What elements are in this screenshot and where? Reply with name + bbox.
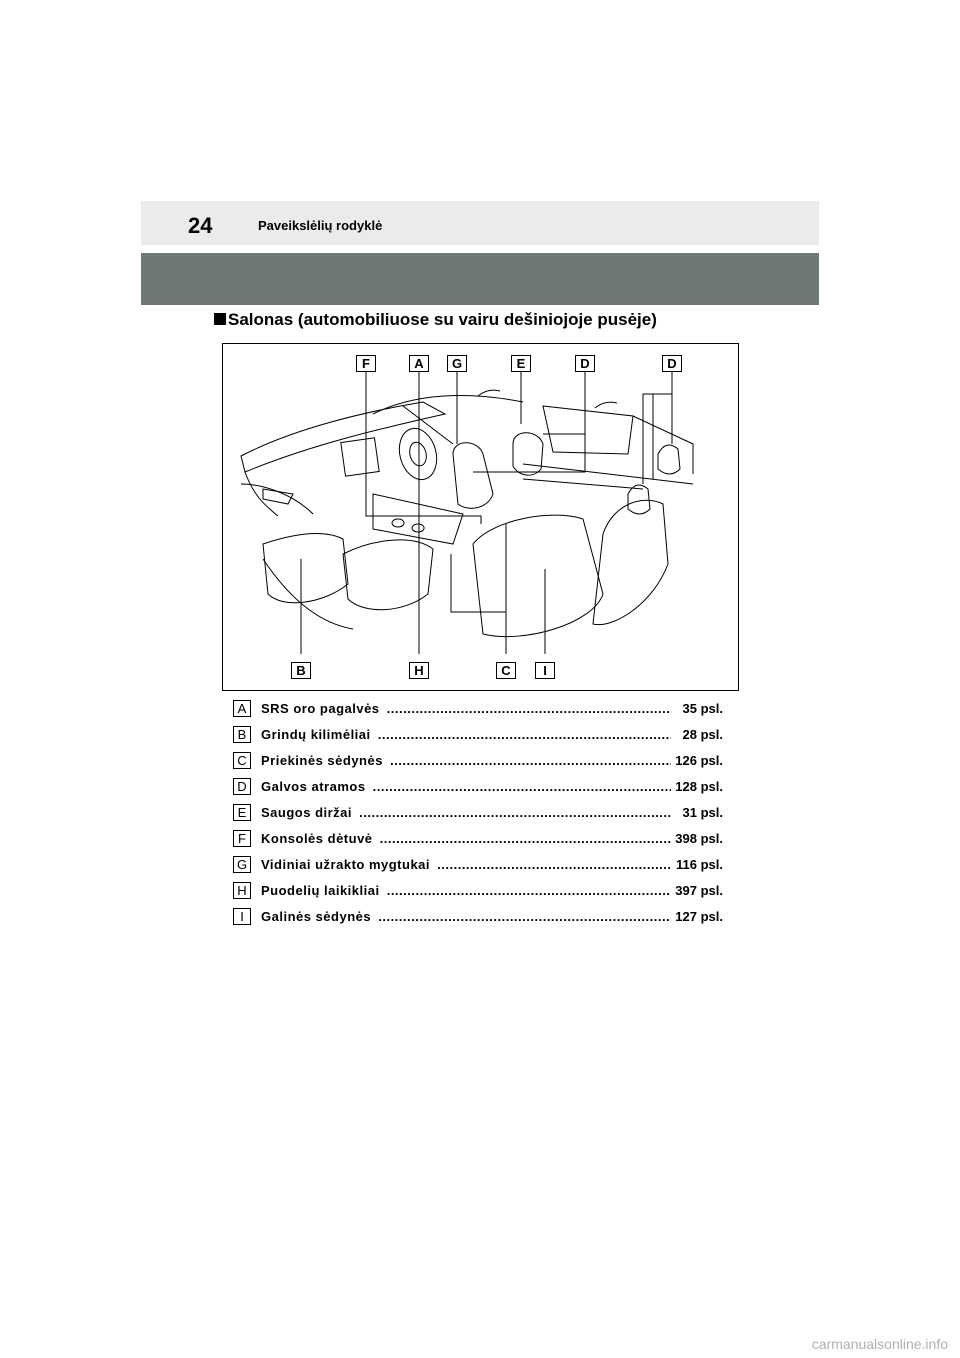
index-key: E	[233, 804, 251, 821]
index-key: G	[233, 856, 251, 873]
dot-leader: Priekinės sėdynės ......................…	[261, 753, 671, 768]
dot-leader: Galinės sėdynės ........................…	[261, 909, 671, 924]
index-label: Saugos diržai	[261, 805, 356, 820]
index-label: SRS oro pagalvės	[261, 701, 383, 716]
callout-d: D	[575, 355, 595, 372]
list-item[interactable]: F Konsolės dėtuvė ......................…	[233, 829, 723, 855]
callout-h: H	[409, 662, 429, 679]
index-page: 35 psl.	[678, 701, 723, 716]
index-page: 127 psl.	[671, 909, 723, 924]
interior-illustration: F A G E D D B H C I	[222, 343, 739, 691]
index-key: B	[233, 726, 251, 743]
dot-leader: Konsolės dėtuvė ........................…	[261, 831, 671, 846]
list-item[interactable]: G Vidiniai užrakto mygtukai ............…	[233, 855, 723, 881]
callout-a: A	[409, 355, 429, 372]
index-key: I	[233, 908, 251, 925]
index-page: 116 psl.	[672, 857, 723, 872]
list-item[interactable]: E Saugos diržai ........................…	[233, 803, 723, 829]
index-key: F	[233, 830, 251, 847]
callout-f: F	[356, 355, 376, 372]
car-interior-drawing	[240, 371, 694, 654]
index-page: 31 psl.	[678, 805, 723, 820]
index-key: C	[233, 752, 251, 769]
list-item[interactable]: B Grindų kilimėliai ....................…	[233, 725, 723, 751]
index-label: Grindų kilimėliai	[261, 727, 374, 742]
index-key: D	[233, 778, 251, 795]
dot-leader: Vidiniai užrakto mygtukai ..............…	[261, 857, 671, 872]
list-item[interactable]: C Priekinės sėdynės ....................…	[233, 751, 723, 777]
header-bar	[141, 201, 819, 245]
callout-c: C	[496, 662, 516, 679]
dot-leader: Puodelių laikikliai ....................…	[261, 883, 671, 898]
list-item[interactable]: D Galvos atramos .......................…	[233, 777, 723, 803]
index-page: 126 psl.	[671, 753, 723, 768]
callout-g: G	[447, 355, 467, 372]
section-heading-text: Salonas (automobiliuose su vairu dešinio…	[228, 310, 657, 329]
dot-leader: Saugos diržai ..........................…	[261, 805, 671, 820]
index-key: H	[233, 882, 251, 899]
footer-watermark: carmanualsonline.info	[811, 1336, 948, 1352]
callout-e: E	[511, 355, 531, 372]
section-heading: Salonas (automobiliuose su vairu dešinio…	[214, 310, 657, 330]
bullet-square-icon	[214, 313, 226, 325]
callout-b: B	[291, 662, 311, 679]
callout-d: D	[662, 355, 682, 372]
index-label: Konsolės dėtuvė	[261, 831, 376, 846]
index-label: Galvos atramos	[261, 779, 369, 794]
callout-i: I	[535, 662, 555, 679]
section-band	[141, 253, 819, 305]
index-page: 397 psl.	[671, 883, 723, 898]
index-label: Vidiniai užrakto mygtukai	[261, 857, 434, 872]
index-label: Galinės sėdynės	[261, 909, 375, 924]
index-list: A SRS oro pagalvės .....................…	[233, 699, 723, 933]
index-page: 398 psl.	[671, 831, 723, 846]
chapter-title: Paveikslėlių rodyklė	[258, 218, 383, 233]
dot-leader: SRS oro pagalvės .......................…	[261, 701, 671, 716]
index-key: A	[233, 700, 251, 717]
index-page: 128 psl.	[671, 779, 723, 794]
index-label: Puodelių laikikliai	[261, 883, 383, 898]
list-item[interactable]: I Galinės sėdynės ......................…	[233, 907, 723, 933]
index-label: Priekinės sėdynės	[261, 753, 386, 768]
index-page: 28 psl.	[678, 727, 723, 742]
list-item[interactable]: A SRS oro pagalvės .....................…	[233, 699, 723, 725]
dot-leader: Grindų kilimėliai ......................…	[261, 727, 671, 742]
page-number: 24	[188, 213, 213, 238]
list-item[interactable]: H Puodelių laikikliai ..................…	[233, 881, 723, 907]
dot-leader: Galvos atramos .........................…	[261, 779, 671, 794]
